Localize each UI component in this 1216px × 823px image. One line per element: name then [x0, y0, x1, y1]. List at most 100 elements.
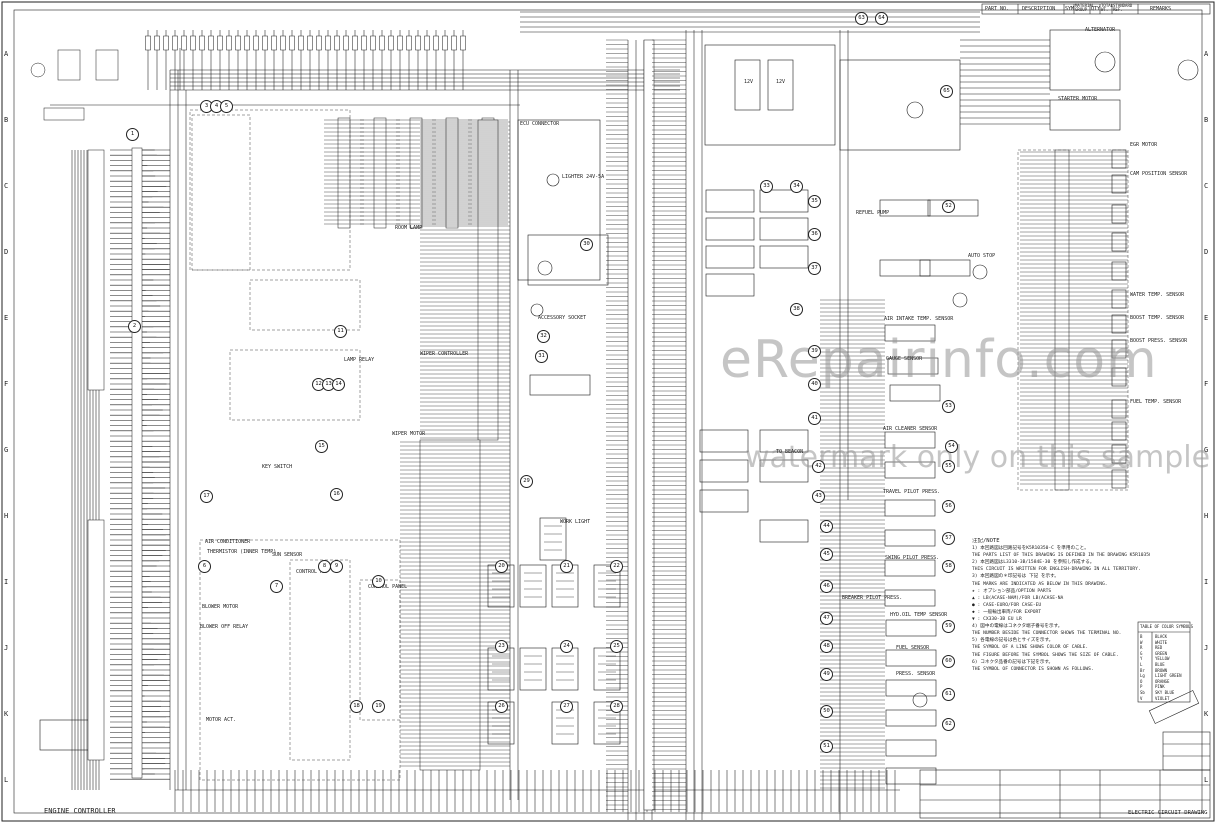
component-callout: 45: [820, 548, 833, 561]
note-line: 4) 図中の電線はコネクタ端子番号を示す。: [972, 624, 1063, 630]
component-callout: 60: [942, 655, 955, 668]
fuse: [325, 35, 331, 51]
component-callout: 39: [808, 345, 821, 358]
drawing-title: ELECTRIC CIRCUIT DRAWING: [1128, 810, 1208, 816]
wiring-lines: [50, 11, 1050, 820]
grid-row-label: F: [1204, 380, 1209, 388]
fuse: [289, 35, 295, 51]
grid-row-label: L: [1204, 776, 1209, 784]
module-box: [593, 647, 621, 691]
label-travel-pilot-press: TRAVEL PILOT PRESS.: [883, 489, 941, 495]
label-room-lamp: ROOM LAMP: [395, 225, 423, 231]
label-work-light: WORK LIGHT: [560, 519, 591, 525]
connector-strip: [373, 117, 387, 229]
fuse: [154, 35, 160, 51]
fuse: [172, 35, 178, 51]
fuse: [361, 35, 367, 51]
label-wiper-motor: WIPER MOTOR: [392, 431, 426, 437]
switch-module: [759, 217, 809, 241]
color-name: VIOLET: [1155, 695, 1170, 701]
label-key-switch: KEY SWITCH: [262, 464, 293, 470]
component-callout: 16: [330, 488, 343, 501]
region-box: [229, 349, 361, 421]
switch-module: [759, 429, 809, 453]
switch-module: [705, 217, 755, 241]
component-callout: 29: [520, 475, 533, 488]
component-callout: 58: [942, 560, 955, 573]
connector-strip: [409, 117, 423, 229]
sensor-box: [1111, 204, 1127, 224]
label-cam-position-sensor: CAM POSITION SENSOR: [1130, 171, 1188, 177]
grid-row-label: J: [1204, 644, 1209, 652]
label-boost-temp-sensor: BOOST TEMP. SENSOR: [1130, 315, 1185, 321]
color-table-box: [1137, 621, 1191, 703]
component-callout: 11: [334, 325, 347, 338]
label-breaker-pilot-press: BREAKER PILOT PRESS.: [842, 595, 903, 601]
label-swing-pilot-press: SWING PILOT PRESS.: [885, 555, 940, 561]
note-line: 3) 本回路図の＊印記号は 下記 を示す。: [972, 574, 1059, 580]
color-name: YELLOW: [1155, 656, 1170, 662]
fuse: [415, 35, 421, 51]
label-gauge-sensor: GAUGE SENSOR: [886, 356, 923, 362]
component-callout: 54: [945, 440, 958, 453]
grid-row-label: I: [4, 578, 9, 586]
fuse: [352, 35, 358, 51]
component-callout: 13: [322, 378, 335, 391]
note-line: 5) 各電線の記号は色とサイズを示す。: [972, 638, 1054, 644]
dashed-harness-lines: [189, 109, 1129, 781]
component-callout: 51: [820, 740, 833, 753]
fuse: [442, 35, 448, 51]
color-symbol: Y: [1140, 656, 1143, 662]
color-name: LIGHT GREEN: [1155, 673, 1182, 679]
component-callout: 52: [942, 200, 955, 213]
label-motor-act: MOTOR ACT.: [206, 717, 237, 723]
component-callout: 31: [535, 350, 548, 363]
fuse: [424, 35, 430, 51]
grid-row-label: G: [1204, 446, 1209, 454]
ecu-box: [517, 119, 601, 281]
fuse: [163, 35, 169, 51]
label-thermistor: THERMISTOR (INNER TEMP): [207, 549, 277, 555]
sensor-module: [879, 259, 931, 277]
color-name: SKY BLUE: [1155, 690, 1175, 695]
grid-row-label: I: [1204, 578, 1209, 586]
sensor-box: [1111, 469, 1127, 489]
note-line: THE FIGURE BEFORE THE SYMBOL SHOWS THE S…: [972, 652, 1119, 658]
fuse: [226, 35, 232, 51]
sensor-module: [884, 324, 936, 342]
region-box: [191, 114, 251, 271]
sensor-box: [1111, 444, 1127, 464]
component-callout: 41: [808, 412, 821, 425]
fuse: [379, 35, 385, 51]
switch-module: [759, 245, 809, 269]
label-accessory-socket: ACCESSORY SOCKET: [538, 315, 587, 321]
tb-part-no: PART NO.: [985, 6, 1010, 12]
connector-column: [87, 519, 105, 761]
color-name: BROWN: [1155, 667, 1168, 673]
lighter-symbol: [546, 173, 560, 187]
grid-row-label: K: [4, 710, 9, 718]
drawing-notes: 注記/NOTE 1) 本回路図は回路記号をK5R10350-C を準用のこと。 …: [972, 538, 1150, 673]
color-symbol: O: [1140, 678, 1143, 684]
note-line: THE PARTS LIST OF THIS DRAWING IS DEFINE…: [972, 553, 1150, 559]
grid-row-label: G: [4, 446, 9, 454]
fuse: [244, 35, 250, 51]
component-callout: 47: [820, 612, 833, 625]
fuse: [217, 35, 223, 51]
component-callout: 42: [812, 460, 825, 473]
component-callout: 20: [495, 560, 508, 573]
note-line: ▲ : LB(ACASE-NAM)/FOR LB(ACASE-NA: [972, 595, 1064, 601]
component-callout: 22: [610, 560, 623, 573]
sensor-module: [884, 499, 936, 517]
engine-sensor-region: [1017, 149, 1129, 491]
grid-row-label: C: [1204, 182, 1209, 190]
fuse: [451, 35, 457, 51]
component-callout: 21: [560, 560, 573, 573]
tb-description: DESCRIPTION: [1022, 6, 1056, 12]
module-box: [539, 517, 567, 561]
note-line: 2) 本回路図はL3310-3B/1584E-30 を参照し作成する。: [972, 560, 1095, 566]
color-symbol: W: [1140, 639, 1143, 645]
color-symbol: G: [1140, 650, 1143, 656]
connector-block: [95, 49, 119, 81]
grid-row-label: L: [4, 776, 9, 784]
